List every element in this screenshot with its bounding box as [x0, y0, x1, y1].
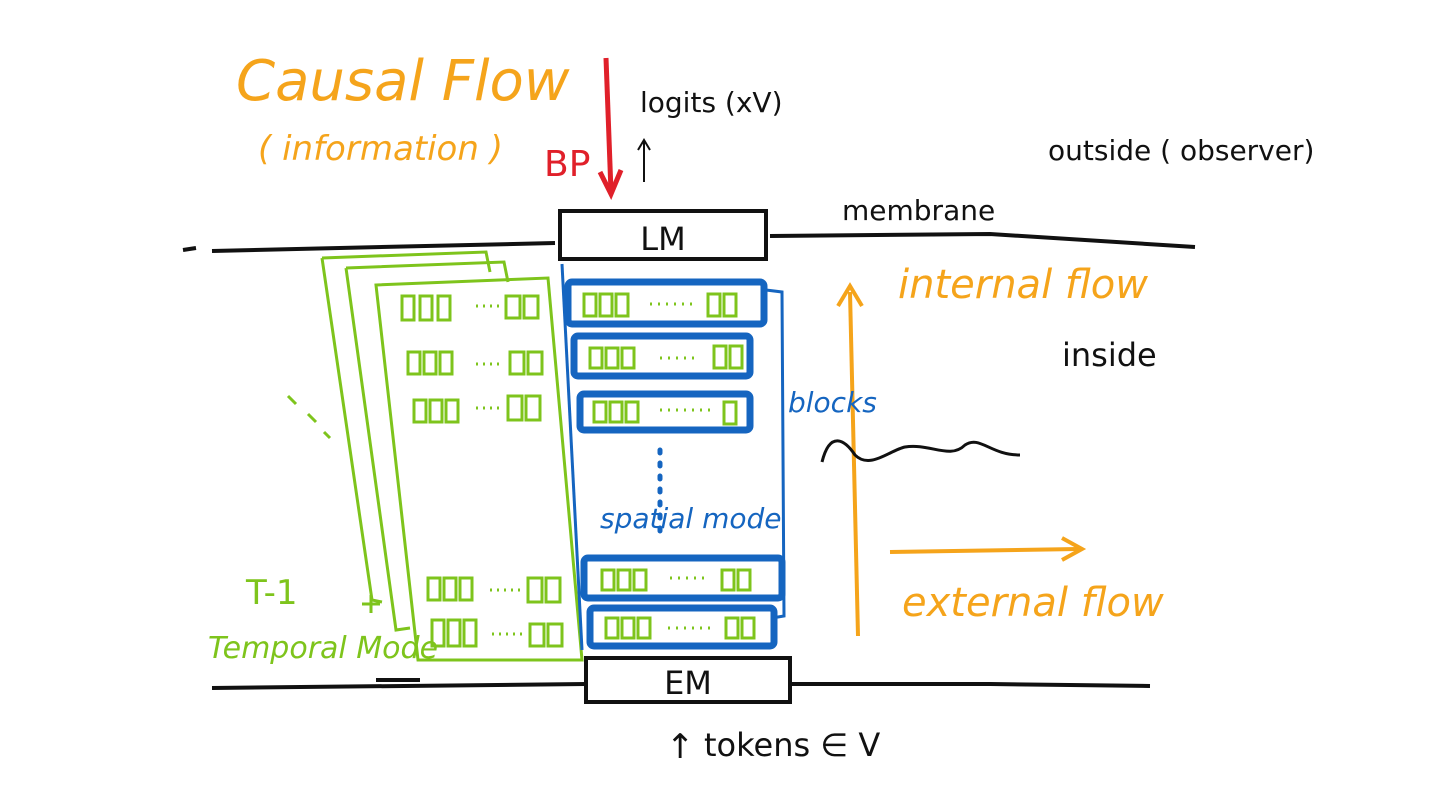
tokens-label: tokens ∈ V [704, 726, 880, 764]
title-sub: ( information ) [258, 129, 503, 169]
cell [582, 292, 598, 318]
title-main: Causal Flow [236, 49, 570, 114]
temporal-frame-middle [344, 260, 510, 632]
cell [722, 400, 738, 426]
spatial-cells [582, 292, 756, 640]
cell [458, 576, 474, 602]
temporal-ellipsis-dots [286, 394, 332, 440]
cell [418, 294, 434, 322]
cell [588, 346, 604, 370]
cell [430, 618, 446, 648]
membrane-label: membrane [842, 194, 995, 227]
cell [524, 394, 542, 422]
cell [620, 616, 636, 640]
bp-arrow-shaft [603, 57, 614, 193]
cell [522, 294, 540, 320]
spatial-mode-label: spatial mode [600, 502, 782, 535]
block-5 [586, 604, 778, 650]
temporal-mode-label: Temporal Mode [208, 631, 438, 666]
cell [422, 350, 438, 376]
cell [428, 398, 444, 424]
plus-mark [362, 595, 380, 613]
cell [724, 616, 740, 640]
cell [632, 568, 648, 592]
cell [728, 344, 744, 370]
logits-arrow-icon [637, 138, 651, 182]
block-4 [580, 554, 786, 602]
spatial-blocks [564, 278, 786, 650]
block-1 [564, 278, 768, 328]
cell [614, 292, 630, 318]
cell [444, 398, 460, 424]
internal-flow-label: internal flow [898, 262, 1148, 308]
temporal-frame-front [374, 276, 584, 662]
cell [736, 568, 752, 592]
membrane-bottom-line [211, 678, 1151, 690]
cell [506, 394, 524, 422]
cell [604, 346, 620, 370]
cell [508, 350, 526, 376]
cell [636, 616, 652, 640]
internal-flow-arrow-head [836, 282, 864, 308]
external-flow-label: external flow [902, 580, 1164, 626]
cell [592, 400, 608, 424]
cell [462, 618, 478, 648]
cell [722, 292, 738, 318]
t-minus-1-label: T-1 [245, 573, 298, 613]
bp-label: BP [544, 144, 590, 185]
logits-label: logits (xV) [640, 86, 783, 119]
tokens-arrow-icon: ↑ [666, 727, 695, 767]
spatial-column-left-edge [560, 263, 584, 651]
cell [740, 616, 756, 640]
em-box [584, 656, 792, 704]
internal-flow-arrow-shaft [848, 291, 860, 637]
cell [446, 618, 462, 648]
cell [436, 294, 452, 322]
cell [544, 576, 562, 604]
cell [526, 350, 544, 376]
em-label: EM [664, 664, 712, 702]
block-2 [570, 332, 754, 380]
cell [412, 398, 428, 424]
cell [526, 576, 544, 604]
lm-label: LM [640, 220, 685, 258]
cell [604, 616, 620, 640]
cell [438, 350, 454, 376]
cell [400, 294, 416, 322]
cell [616, 568, 632, 592]
cell [712, 344, 728, 370]
cell [442, 576, 458, 602]
blocks-bracket [765, 288, 786, 620]
external-flow-arrow-head [1061, 536, 1087, 562]
cell [620, 346, 636, 370]
inside-label: inside [1062, 336, 1157, 374]
squiggle-line [820, 439, 1021, 463]
cell [706, 292, 722, 318]
lm-box [558, 209, 768, 261]
cell [546, 622, 564, 648]
membrane-top-line [182, 231, 1196, 253]
blocks-label: blocks [788, 386, 877, 419]
cell [426, 576, 442, 602]
cell [624, 400, 640, 424]
temporal-cells [400, 294, 564, 648]
cell [528, 622, 546, 648]
block-3 [576, 390, 754, 434]
cell [598, 292, 614, 318]
cell [608, 400, 624, 424]
external-flow-arrow-shaft [889, 547, 1079, 554]
outside-label: outside ( observer) [1048, 134, 1314, 167]
cell [504, 294, 522, 320]
cell [600, 568, 616, 592]
cell [720, 568, 736, 592]
bp-arrow-head [597, 169, 624, 201]
cell [406, 350, 422, 376]
